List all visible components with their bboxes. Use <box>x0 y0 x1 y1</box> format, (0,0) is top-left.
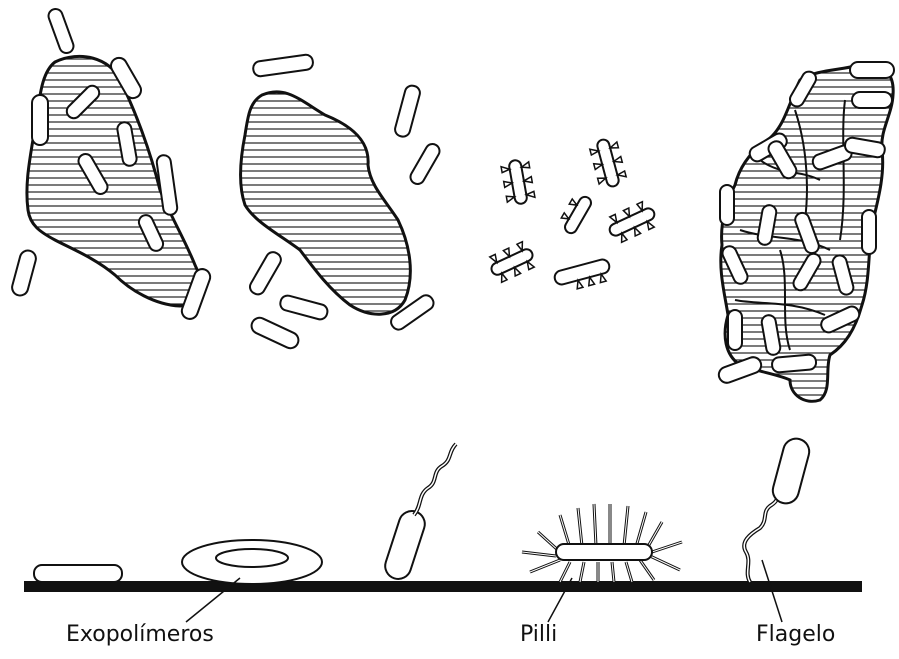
label-pilli: Pilli <box>520 622 557 647</box>
colony-1 <box>10 7 212 321</box>
bacterium <box>408 141 442 186</box>
flagellated-bacterium-upright <box>744 436 812 582</box>
bacterium <box>32 95 48 145</box>
piliated-bacterium <box>486 240 538 284</box>
label-flagellum: Flagelo <box>756 622 835 647</box>
bacterium <box>279 294 329 321</box>
bacterium <box>852 92 892 108</box>
bacterium <box>771 354 816 373</box>
piliated-bacterium <box>557 191 593 235</box>
bacterium <box>728 310 742 350</box>
piliated-bacterium <box>588 136 627 190</box>
bacterium <box>47 7 76 55</box>
colony-3 <box>717 62 894 401</box>
bacterium <box>247 250 283 297</box>
flagellated-bacterium-tilted <box>382 444 456 582</box>
attached-bacterium <box>34 565 122 582</box>
bacterium <box>249 315 301 351</box>
bacterium <box>10 249 37 298</box>
piliated-attached-bacterium <box>522 504 682 582</box>
planktonic-bacteria <box>486 136 660 294</box>
bacterium <box>862 210 876 254</box>
piliated-bacterium <box>500 158 535 206</box>
bacterium <box>720 185 734 225</box>
bacterium <box>252 54 314 77</box>
piliated-bacterium <box>604 199 659 245</box>
exopolymer-bacterium <box>182 540 322 584</box>
colony-2 <box>240 54 442 351</box>
bacterium <box>394 84 422 138</box>
bacterium <box>850 62 894 78</box>
label-exopolymers: Exopolímeros <box>66 622 214 647</box>
substrate-surface <box>24 581 862 592</box>
piliated-bacterium <box>553 258 613 294</box>
